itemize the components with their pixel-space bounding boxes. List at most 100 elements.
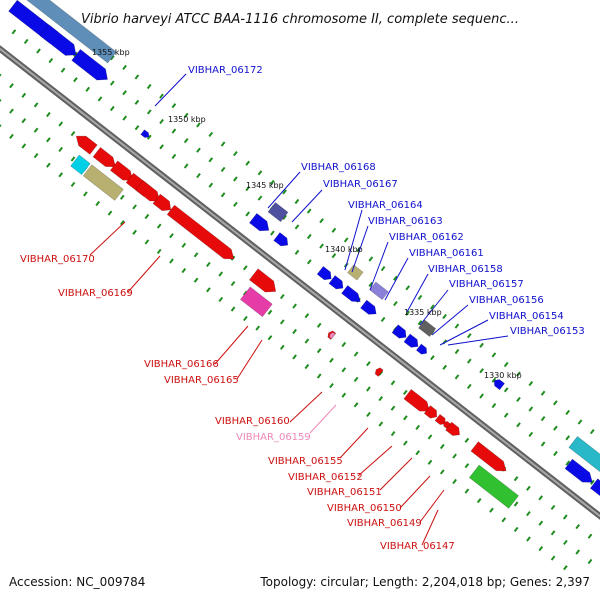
tick-mark bbox=[341, 341, 347, 348]
tick-mark bbox=[292, 303, 297, 309]
gene-feature bbox=[347, 264, 364, 281]
tick-mark bbox=[132, 229, 137, 235]
tick-mark bbox=[73, 77, 78, 83]
pointer-line bbox=[289, 391, 323, 423]
tick-mark bbox=[565, 409, 571, 415]
tick-mark bbox=[319, 218, 324, 224]
gene-label[interactable]: VIBHAR_06170 bbox=[20, 254, 95, 265]
gene-feature bbox=[493, 379, 505, 391]
tick-mark bbox=[378, 396, 384, 402]
gene-label[interactable]: VIBHAR_06164 bbox=[348, 200, 423, 211]
tick-mark bbox=[230, 306, 236, 312]
tick-mark bbox=[294, 198, 300, 205]
pointer-line bbox=[154, 73, 187, 107]
gene-label[interactable]: VIBHAR_06158 bbox=[428, 264, 503, 275]
tick-mark bbox=[233, 176, 238, 182]
tick-mark bbox=[503, 412, 509, 418]
tick-mark bbox=[122, 90, 127, 96]
tick-mark bbox=[587, 558, 593, 565]
gene-label[interactable]: VIBHAR_06165 bbox=[164, 375, 239, 386]
gene-label[interactable]: VIBHAR_06150 bbox=[327, 503, 402, 514]
tick-mark bbox=[491, 377, 497, 383]
tick-mark bbox=[501, 517, 507, 523]
pointer-line bbox=[291, 189, 323, 223]
tick-mark bbox=[109, 55, 115, 61]
tick-mark bbox=[146, 134, 152, 140]
tick-mark bbox=[181, 242, 187, 248]
gene-feature bbox=[391, 324, 407, 339]
tick-mark bbox=[429, 304, 435, 310]
gene-feature bbox=[82, 164, 124, 201]
tick-mark bbox=[417, 294, 423, 300]
tick-mark bbox=[550, 530, 556, 536]
tick-mark bbox=[341, 367, 347, 373]
tick-mark bbox=[427, 459, 433, 465]
gene-label[interactable]: VIBHAR_06159 bbox=[236, 432, 311, 443]
tick-mark bbox=[464, 437, 470, 443]
gene-label[interactable]: VIBHAR_06151 bbox=[307, 487, 382, 498]
gene-label[interactable]: VIBHAR_06167 bbox=[323, 179, 398, 190]
gene-label[interactable]: VIBHAR_06161 bbox=[409, 248, 484, 259]
gene-label[interactable]: VIBHAR_06160 bbox=[215, 416, 290, 427]
tick-mark bbox=[538, 546, 544, 552]
gene-label[interactable]: VIBHAR_06147 bbox=[380, 541, 455, 552]
tick-mark bbox=[516, 422, 521, 428]
gene-label[interactable]: VIBHAR_06152 bbox=[288, 472, 363, 483]
gene-feature bbox=[341, 285, 361, 303]
tick-mark bbox=[107, 210, 113, 216]
tick-mark bbox=[144, 239, 150, 245]
gene-label[interactable]: VIBHAR_06163 bbox=[368, 216, 443, 227]
tick-mark bbox=[304, 313, 310, 319]
tick-mark bbox=[159, 93, 164, 99]
gene-label[interactable]: VIBHAR_06168 bbox=[301, 162, 376, 173]
tick-mark bbox=[242, 265, 248, 271]
gene-label[interactable]: VIBHAR_06166 bbox=[144, 359, 219, 370]
gene-feature bbox=[39, 24, 77, 56]
tick-mark bbox=[132, 204, 137, 210]
tick-mark bbox=[181, 268, 187, 274]
tick-mark bbox=[33, 127, 39, 133]
tick-mark bbox=[526, 536, 531, 542]
tick-mark bbox=[282, 189, 287, 195]
tick-mark bbox=[85, 86, 91, 92]
gene-feature bbox=[418, 319, 437, 337]
tick-mark bbox=[589, 429, 595, 435]
tick-mark bbox=[553, 450, 558, 457]
gene-feature bbox=[434, 413, 446, 425]
tick-mark bbox=[353, 402, 359, 408]
tick-mark bbox=[380, 266, 386, 272]
kbp-label: 1340 kbp bbox=[325, 245, 363, 254]
tick-mark bbox=[454, 323, 460, 329]
gene-feature bbox=[403, 388, 430, 412]
pointer-line bbox=[379, 457, 413, 491]
tick-mark bbox=[368, 281, 374, 287]
gene-label[interactable]: VIBHAR_06162 bbox=[389, 232, 464, 243]
gene-label[interactable]: VIBHAR_06155 bbox=[268, 456, 343, 467]
tick-mark bbox=[516, 371, 521, 377]
tick-mark bbox=[528, 406, 534, 412]
tick-mark bbox=[553, 425, 558, 431]
pointer-line bbox=[399, 475, 431, 509]
tick-mark bbox=[70, 131, 76, 137]
tick-mark bbox=[294, 249, 300, 255]
gene-feature bbox=[360, 299, 377, 315]
tick-mark bbox=[270, 230, 275, 236]
tick-mark bbox=[269, 179, 275, 185]
tick-mark bbox=[403, 440, 408, 446]
gene-feature bbox=[369, 281, 389, 301]
gene-label[interactable]: VIBHAR_06156 bbox=[469, 295, 544, 306]
gene-label[interactable]: VIBHAR_06149 bbox=[347, 518, 422, 529]
gene-feature bbox=[92, 146, 117, 168]
kbp-label: 1350 kbp bbox=[168, 115, 206, 124]
gene-label[interactable]: VIBHAR_06157 bbox=[449, 279, 524, 290]
gene-label[interactable]: VIBHAR_06154 bbox=[489, 311, 564, 322]
tick-mark bbox=[243, 315, 248, 322]
tick-mark bbox=[476, 498, 482, 504]
gene-label[interactable]: VIBHAR_06172 bbox=[188, 65, 263, 76]
gene-feature bbox=[443, 420, 451, 429]
gene-label[interactable]: VIBHAR_06153 bbox=[510, 326, 585, 337]
gene-label[interactable]: VIBHAR_06169 bbox=[58, 288, 133, 299]
tick-mark bbox=[33, 102, 39, 108]
tick-mark bbox=[245, 160, 251, 166]
tick-mark bbox=[565, 435, 571, 441]
